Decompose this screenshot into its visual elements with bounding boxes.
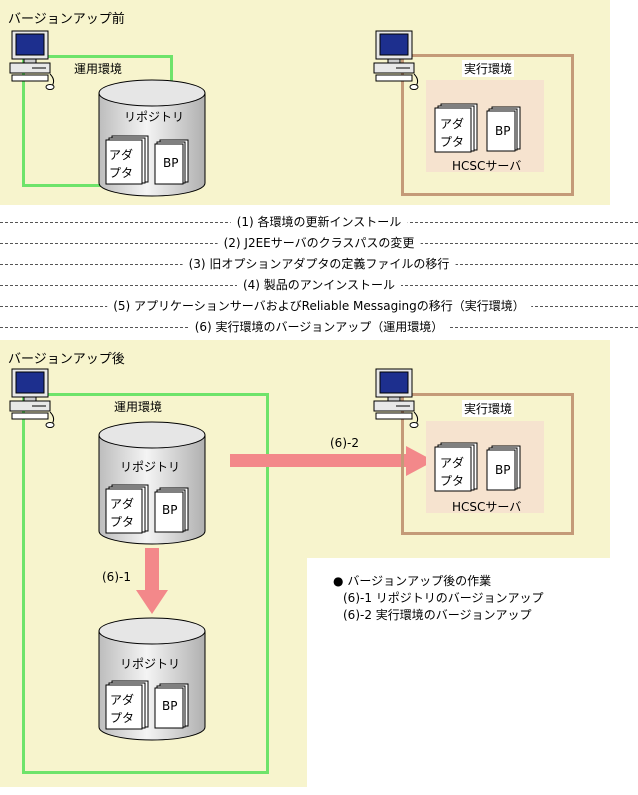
step-3: (3) 旧オプションアダプタの定義ファイルの移行 xyxy=(0,256,638,272)
step-1-label: (1) 各環境の更新インストール xyxy=(230,214,408,230)
after-adapter-label-upper-2: プタ xyxy=(110,515,135,529)
adapter-doc-stack xyxy=(105,680,149,730)
after-exec-env-label: 実行環境 xyxy=(462,400,515,417)
step-5-label: (5) アプリケーションサーバおよびReliable Messagingの移行（… xyxy=(107,298,531,314)
after-adapter-label-lower-2: プタ xyxy=(110,711,135,725)
before-ops-env-label: 運用環境 xyxy=(72,60,125,77)
computer-icon xyxy=(9,30,55,90)
step-2-label: (2) J2EEサーバのクラスパスの変更 xyxy=(217,235,421,251)
bp-doc-stack xyxy=(486,445,521,491)
before-bp-label: BP xyxy=(163,156,179,170)
after-bp-label-lower: BP xyxy=(162,699,178,713)
after-exec-env-frame xyxy=(401,393,574,535)
legend-item-2: (6)-2 実行環境のバージョンアップ xyxy=(343,608,532,622)
bp-doc-stack xyxy=(154,139,189,185)
before-title: バージョンアップ前 xyxy=(8,12,125,27)
step-1: (1) 各環境の更新インストール xyxy=(0,214,638,230)
after-exec-adapter-label-1: アダ xyxy=(440,456,465,470)
before-adapter-label-1: アダ xyxy=(109,148,134,162)
legend-bullet: ● xyxy=(333,574,344,588)
computer-icon xyxy=(373,30,419,90)
computer-icon xyxy=(373,368,419,428)
arrow-down xyxy=(136,548,168,614)
before-exec-env-frame xyxy=(401,54,574,196)
adapter-doc-stack xyxy=(434,103,478,153)
before-exec-adapter-label-1: アダ xyxy=(440,117,465,131)
arrow-right-label: (6)-2 xyxy=(330,436,359,450)
step-4-label: (4) 製品のアンインストール xyxy=(236,277,402,293)
step-5: (5) アプリケーションサーバおよびReliable Messagingの移行（… xyxy=(0,298,638,314)
adapter-doc-stack xyxy=(105,484,149,534)
after-ops-env-label: 運用環境 xyxy=(112,398,165,415)
legend-title: バージョンアップ後の作業 xyxy=(347,574,492,588)
after-exec-bp-label: BP xyxy=(495,463,511,477)
step-3-label: (3) 旧オプションアダプタの定義ファイルの移行 xyxy=(182,256,456,272)
after-repository-label-lower: リポジトリ xyxy=(120,657,181,671)
legend-item-1: (6)-1 リポジトリのバージョンアップ xyxy=(343,591,544,605)
before-exec-env-label: 実行環境 xyxy=(462,60,515,77)
computer-icon xyxy=(9,368,55,428)
after-adapter-label-upper-1: アダ xyxy=(110,497,135,511)
after-title: バージョンアップ後 xyxy=(8,352,125,367)
before-adapter-label-2: プタ xyxy=(109,166,134,180)
before-exec-adapter-label-2: プタ xyxy=(440,135,465,149)
after-adapter-label-lower-1: アダ xyxy=(110,693,135,707)
step-6-label: (6) 実行環境のバージョンアップ（運用環境） xyxy=(188,319,450,335)
step-4: (4) 製品のアンインストール xyxy=(0,277,638,293)
adapter-doc-stack xyxy=(434,442,478,492)
arrow-down-label: (6)-1 xyxy=(102,570,131,584)
after-ops-env-frame xyxy=(22,393,269,774)
after-repository-label-upper: リポジトリ xyxy=(120,460,181,474)
before-hcsc-server-label: HCSCサーバ xyxy=(452,159,522,173)
bp-doc-stack xyxy=(154,487,189,533)
arrow-right xyxy=(230,446,434,476)
step-2: (2) J2EEサーバのクラスパスの変更 xyxy=(0,235,638,251)
before-exec-bp-label: BP xyxy=(495,124,511,138)
before-repository-label: リポジトリ xyxy=(124,110,185,124)
step-6: (6) 実行環境のバージョンアップ（運用環境） xyxy=(0,319,638,335)
bp-doc-stack xyxy=(154,683,189,729)
after-exec-adapter-label-2: プタ xyxy=(440,474,465,488)
after-bp-label-upper: BP xyxy=(162,503,178,517)
legend: ● バージョンアップ後の作業 (6)-1 リポジトリのバージョンアップ (6)-… xyxy=(333,573,544,624)
bp-doc-stack xyxy=(486,106,521,152)
after-hcsc-server-label: HCSCサーバ xyxy=(452,500,522,514)
adapter-doc-stack xyxy=(105,135,149,185)
